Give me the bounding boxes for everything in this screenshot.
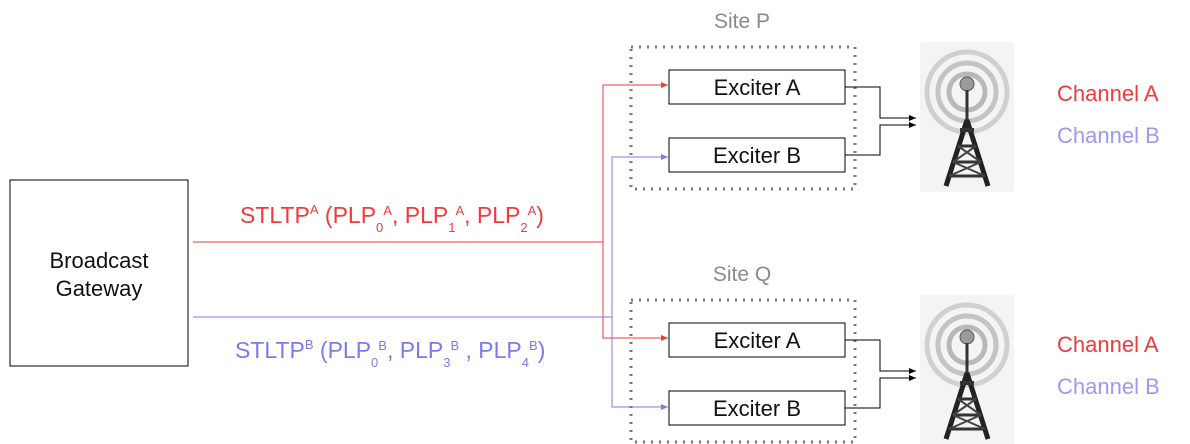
stream-b-label: STLTPB (PLP0B, PLP3B , PLP4B)	[203, 337, 565, 370]
site-q-channel-a: Channel A	[1057, 332, 1159, 357]
site-p-exciter-b-label: Exciter B	[713, 143, 801, 168]
site-p-exciter-b	[668, 137, 846, 173]
site-q-exciter-a-label: Exciter A	[714, 328, 801, 353]
site-q-frame	[629, 298, 857, 444]
site-p-connectors	[845, 86, 916, 156]
site-p-frame	[629, 45, 857, 191]
site-p-channel-a: Channel A	[1057, 81, 1159, 106]
gateway-label-line2: Gateway	[56, 276, 143, 301]
stream-a-lines	[193, 82, 668, 341]
site-q-exciter-b-label: Exciter B	[713, 396, 801, 421]
site-p-exciter-a	[668, 69, 846, 105]
site-q-tower-icon	[920, 295, 1014, 444]
site-p-exciter-a-label: Exciter A	[714, 75, 801, 100]
site-q-title: Site Q	[713, 263, 771, 286]
gateway-label-line1: Broadcast	[49, 248, 148, 273]
gateway-box	[9, 179, 189, 367]
site-p-title: Site P	[714, 10, 770, 33]
site-p-tower-icon	[920, 42, 1014, 192]
stream-b-lines	[193, 154, 668, 410]
stream-a-label: STLTPA (PLP0A, PLP1A, PLP2A)	[208, 202, 563, 235]
site-p-channel-b: Channel B	[1057, 123, 1160, 148]
site-q-channel-b: Channel B	[1057, 374, 1160, 399]
site-q-exciter-a	[668, 322, 846, 358]
site-q-connectors	[845, 339, 916, 409]
